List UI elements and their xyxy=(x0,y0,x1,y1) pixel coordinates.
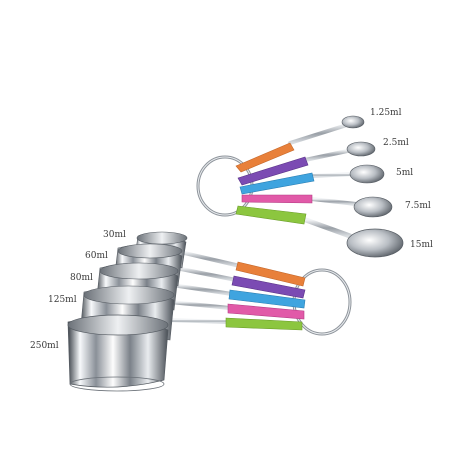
cup-set xyxy=(67,231,352,392)
spoon-label-15ml: 15ml xyxy=(410,240,433,250)
cup-label-80ml: 80ml xyxy=(70,273,93,283)
spoon-2-5ml xyxy=(237,141,376,186)
spoon-label-2-5ml: 2.5ml xyxy=(383,138,409,148)
spoon-7-5ml xyxy=(241,194,393,218)
orange-handle xyxy=(235,142,295,173)
spoon-1-25ml xyxy=(235,115,365,173)
cup-label-60ml: 60ml xyxy=(85,251,108,261)
cup-label-250ml: 250ml xyxy=(30,341,59,351)
purple-handle xyxy=(237,156,309,186)
blue-handle xyxy=(239,172,315,195)
spoon-15ml xyxy=(235,205,404,258)
green-handle xyxy=(235,205,307,225)
spoon-set xyxy=(196,115,404,258)
spoon-5ml xyxy=(239,164,385,195)
cup-handles xyxy=(167,250,306,331)
spoon-label-1-25ml: 1.25ml xyxy=(370,108,402,118)
cup-label-125ml: 125ml xyxy=(48,295,77,305)
cup-250ml xyxy=(67,314,169,392)
spoon-label-5ml: 5ml xyxy=(396,168,414,178)
spoon-label-7-5ml: 7.5ml xyxy=(405,201,431,211)
pink-handle xyxy=(241,194,313,204)
cup-label-30ml: 30ml xyxy=(103,230,126,240)
